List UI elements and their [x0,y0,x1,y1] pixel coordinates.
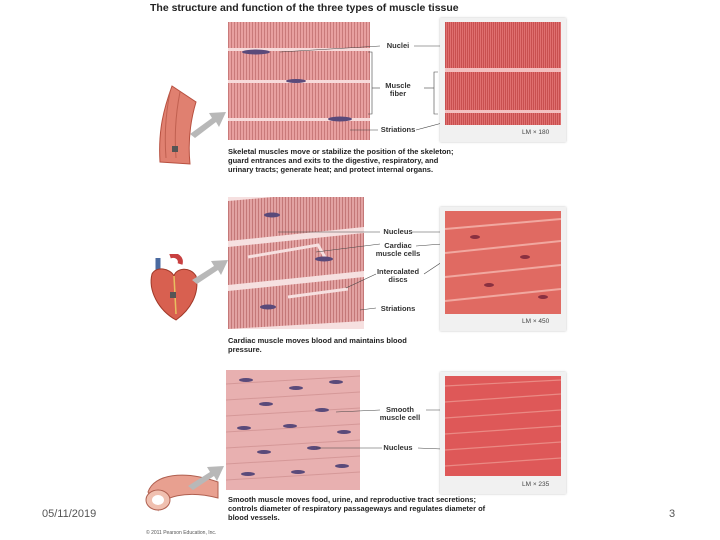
label-intercalated-line1: Intercalated [376,267,420,276]
cardiac-muscle-diagram [228,197,364,329]
pointer-arrow-smooth [188,466,224,490]
caption-skeletal-line1: Skeletal muscles move or stabilize the p… [228,147,454,156]
label-smooth-cell-line1: Smooth [386,405,414,414]
label-striations-cardiac: Striations [380,304,416,313]
pointer-arrow-cardiac [192,260,228,284]
caption-smooth-line3: blood vessels. [228,513,280,522]
caption-smooth-line2: controls diameter of respiratory passage… [228,504,486,513]
skeletal-muscle-diagram [228,22,370,140]
label-muscle-fiber-line2: fiber [389,89,407,98]
magnification-smooth: LM × 235 [522,481,550,488]
label-striations-skeletal: Striations [380,125,416,134]
smooth-micrograph [445,376,561,476]
label-nucleus-cardiac: Nucleus [383,227,413,236]
caption-skeletal-line3: urinary tracts; generate heat; and prote… [228,165,434,174]
skeletal-leader-lines [279,45,447,131]
label-muscle-fiber-line1: Muscle [385,81,411,90]
slide-date: 05/11/2019 [42,508,97,520]
magnification-cardiac: LM × 450 [522,318,550,325]
cardiac-leader-lines [278,231,443,311]
pointer-arrow-skeletal [190,112,226,138]
skeletal-micrograph [445,22,561,125]
copyright-notice: © 2011 Pearson Education, Inc. [146,530,217,536]
caption-cardiac-line1: Cardiac muscle moves blood and maintains… [228,336,407,345]
label-smooth-cell-line2: muscle cell [379,413,421,422]
caption-cardiac-line2: pressure. [228,345,262,354]
caption-smooth: Smooth muscle moves food, urine, and rep… [228,495,568,522]
arm-illustration [159,85,197,165]
caption-skeletal-line2: guard entrances and exits to the digesti… [228,156,439,165]
label-nuclei: Nuclei [386,41,410,50]
caption-smooth-line1: Smooth muscle moves food, urine, and rep… [228,495,476,504]
label-cardiac-cells-line2: muscle cells [375,249,421,258]
smooth-muscle-diagram [226,370,360,490]
slide-page-number: 3 [669,508,676,520]
magnification-skeletal: LM × 180 [522,129,550,136]
caption-skeletal: Skeletal muscles move or stabilize the p… [228,147,558,174]
label-cardiac-cells-line1: Cardiac [384,241,412,250]
heart-illustration [150,254,198,321]
cardiac-micrograph [445,211,561,314]
label-intercalated-line2: discs [388,275,408,284]
label-nucleus-smooth: Nucleus [383,443,413,452]
figure-title: The structure and function of the three … [150,2,459,14]
caption-cardiac: Cardiac muscle moves blood and maintains… [228,336,528,354]
